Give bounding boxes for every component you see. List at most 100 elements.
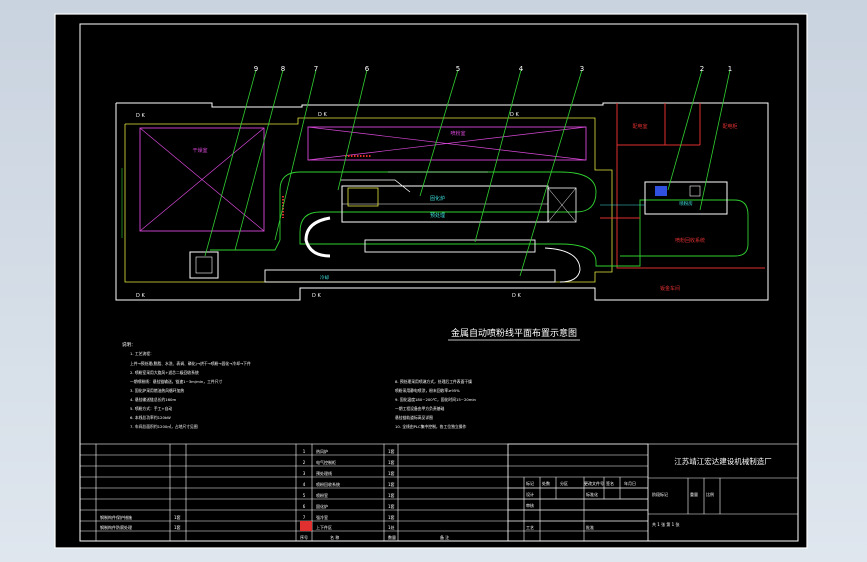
bom-qty: 1处 bbox=[388, 524, 395, 530]
bom-no: 3 bbox=[303, 471, 306, 476]
paper-background bbox=[55, 14, 807, 548]
bom-left-name: 钢制构件防腐处理 bbox=[100, 524, 132, 530]
tb-approve: 批准 bbox=[586, 524, 594, 530]
cooling-label: 冷却 bbox=[320, 274, 329, 281]
dk-label: D K bbox=[136, 293, 145, 299]
tb-design: 设计 bbox=[526, 491, 534, 497]
bom-qty: 1套 bbox=[388, 503, 395, 509]
bom-name: 热风炉 bbox=[316, 448, 328, 454]
bom-name: 喷粉回收系统 bbox=[316, 481, 340, 487]
oven-exit bbox=[547, 187, 577, 223]
balloon-4: 4 bbox=[519, 65, 524, 73]
right-room-wall bbox=[616, 103, 765, 269]
tb-weight: 重量 bbox=[690, 491, 698, 497]
booth-unit bbox=[644, 181, 728, 215]
bom-qty: 1套 bbox=[388, 470, 395, 476]
company-name: 江苏靖江宏达建设机械制造厂 bbox=[674, 456, 772, 466]
bom-header-qty: 数量 bbox=[388, 534, 396, 540]
tb-sign: 签名 bbox=[606, 480, 614, 486]
bom-no: 6 bbox=[303, 504, 306, 509]
top-room bbox=[307, 126, 587, 161]
balloon-5: 5 bbox=[456, 65, 460, 73]
note-line: 一期喷粉线：悬挂链输送，链速1~3m/min，工件尺寸 bbox=[130, 379, 222, 384]
notes-title: 说明： bbox=[122, 341, 136, 348]
bom-no: 4 bbox=[303, 482, 306, 487]
balloon-7: 7 bbox=[314, 65, 318, 73]
right-top-left-label: 配电室 bbox=[632, 123, 647, 130]
plan-view: 干燥室 喷粉室 配电室 配电柜 喷粉回收系统 钣金车间 D K D K D K … bbox=[115, 102, 769, 301]
tb-check: 审核 bbox=[526, 502, 534, 508]
balloon-8: 8 bbox=[281, 65, 285, 73]
dk-label: D K bbox=[510, 112, 519, 118]
left-room-label: 干燥室 bbox=[192, 147, 207, 154]
note-line: 1. 工艺流程： bbox=[130, 351, 154, 356]
note-line: 7. 车间总面积约1200㎡，占地尺寸见图 bbox=[130, 424, 198, 429]
balloon-9: 9 bbox=[254, 65, 258, 73]
bom-name: 强冷室 bbox=[316, 514, 328, 520]
dk-label: D K bbox=[136, 113, 145, 119]
bom-no: 5 bbox=[303, 493, 306, 498]
top-room-label: 喷粉室 bbox=[450, 130, 465, 137]
drawing-title: 金属自动喷粉线平面布置示意图 bbox=[451, 327, 577, 339]
pretreat-label: 预处理 bbox=[430, 212, 445, 219]
note-line: 4. 悬挂输送链总长约160m bbox=[130, 397, 176, 402]
leader-lines bbox=[204, 69, 731, 277]
balloon-3: 3 bbox=[580, 65, 584, 73]
note-line: 9. 固化温度180~200℃，固化时间15~20min bbox=[395, 397, 477, 402]
oven-label: 固化炉 bbox=[430, 195, 445, 202]
bom-header-name: 名 称 bbox=[330, 534, 339, 540]
tb-count: 处数 bbox=[542, 480, 550, 486]
note-line: 3. 固化炉采用燃油热风循环加热 bbox=[130, 388, 184, 393]
bom-no: 2 bbox=[303, 460, 306, 465]
note-line: 悬挂链轨道标高见详图 bbox=[395, 415, 433, 420]
pretreat-tank bbox=[364, 239, 536, 253]
bom-marker bbox=[300, 521, 312, 531]
bottom-right-label: 钣金车间 bbox=[660, 285, 680, 292]
note-line: 5. 喷粉方式：手工+自动 bbox=[130, 406, 172, 411]
bom-name: 电气控制柜 bbox=[316, 459, 336, 465]
note-line: 上件→预处理(脱脂、水洗、表调、磷化)→烘干→喷粉→固化→冷却→下件 bbox=[130, 361, 251, 366]
bom-name: 固化炉 bbox=[316, 503, 328, 509]
balloon-1: 1 bbox=[728, 65, 732, 73]
bom-left-qty: 1套 bbox=[174, 514, 181, 520]
tb-std: 标准化 bbox=[586, 491, 598, 497]
balloon-6: 6 bbox=[365, 65, 370, 73]
title-block-text: 江苏靖江宏达建设机械制造厂 标记 处数 分区 更改文件号 签名 年月日 设计 标… bbox=[526, 456, 772, 530]
bom-qty: 1套 bbox=[388, 492, 395, 498]
bom-header-note: 备 注 bbox=[440, 534, 449, 540]
note-line: 8. 预处理采用喷淋方式，处理后工件表面干燥 bbox=[395, 379, 472, 384]
note-line: 10. 全线由PLC集中控制，各工位独立操作 bbox=[395, 424, 466, 429]
note-line: 一期工程设备由甲方负责基础 bbox=[395, 406, 445, 411]
bom-no: 1 bbox=[303, 449, 306, 454]
balloon-2: 2 bbox=[700, 65, 704, 73]
tb-mark: 标记 bbox=[526, 480, 534, 486]
tb-scale: 比例 bbox=[706, 491, 714, 497]
turn-wheel bbox=[304, 216, 331, 258]
left-room bbox=[139, 127, 265, 232]
tb-stage: 阶段标记 bbox=[652, 491, 668, 497]
booth-panel bbox=[655, 186, 667, 196]
booth-label: 喷粉房 bbox=[679, 200, 693, 207]
tb-craft: 工艺 bbox=[526, 525, 534, 530]
bom-qty: 1套 bbox=[388, 514, 395, 520]
bom-no: 7 bbox=[303, 515, 306, 520]
notes: 说明： 1. 工艺流程： 上件→预处理(脱脂、水洗、表调、磷化)→烘干→喷粉→固… bbox=[122, 341, 477, 429]
note-line: 2. 喷粉室采用大旋风+滤芯二级回收系统 bbox=[130, 370, 199, 375]
right-room-label: 喷粉回收系统 bbox=[675, 237, 705, 244]
building-outline bbox=[115, 102, 769, 301]
dk-label: D K bbox=[312, 293, 321, 299]
tb-doc: 更改文件号 bbox=[584, 480, 604, 486]
cooling-tank bbox=[264, 269, 556, 283]
bom-rows: 1 热风炉 1套 2 电气控制柜 1套 3 预处理线 1套 4 喷粉回收系统 1… bbox=[100, 448, 449, 540]
bom-header-no: 序号 bbox=[300, 534, 308, 540]
balloon-numbers: 9 8 7 6 5 4 3 2 1 bbox=[254, 65, 732, 73]
outer-border bbox=[54, 13, 808, 549]
tb-sheets: 共 1 张 第 1 张 bbox=[652, 521, 679, 527]
bom-left-qty: 1套 bbox=[174, 524, 181, 530]
bom-name: 上下件区 bbox=[316, 524, 332, 530]
dk-label: D K bbox=[512, 293, 521, 299]
tb-date: 年月日 bbox=[624, 480, 636, 486]
burner-unit bbox=[347, 187, 379, 207]
